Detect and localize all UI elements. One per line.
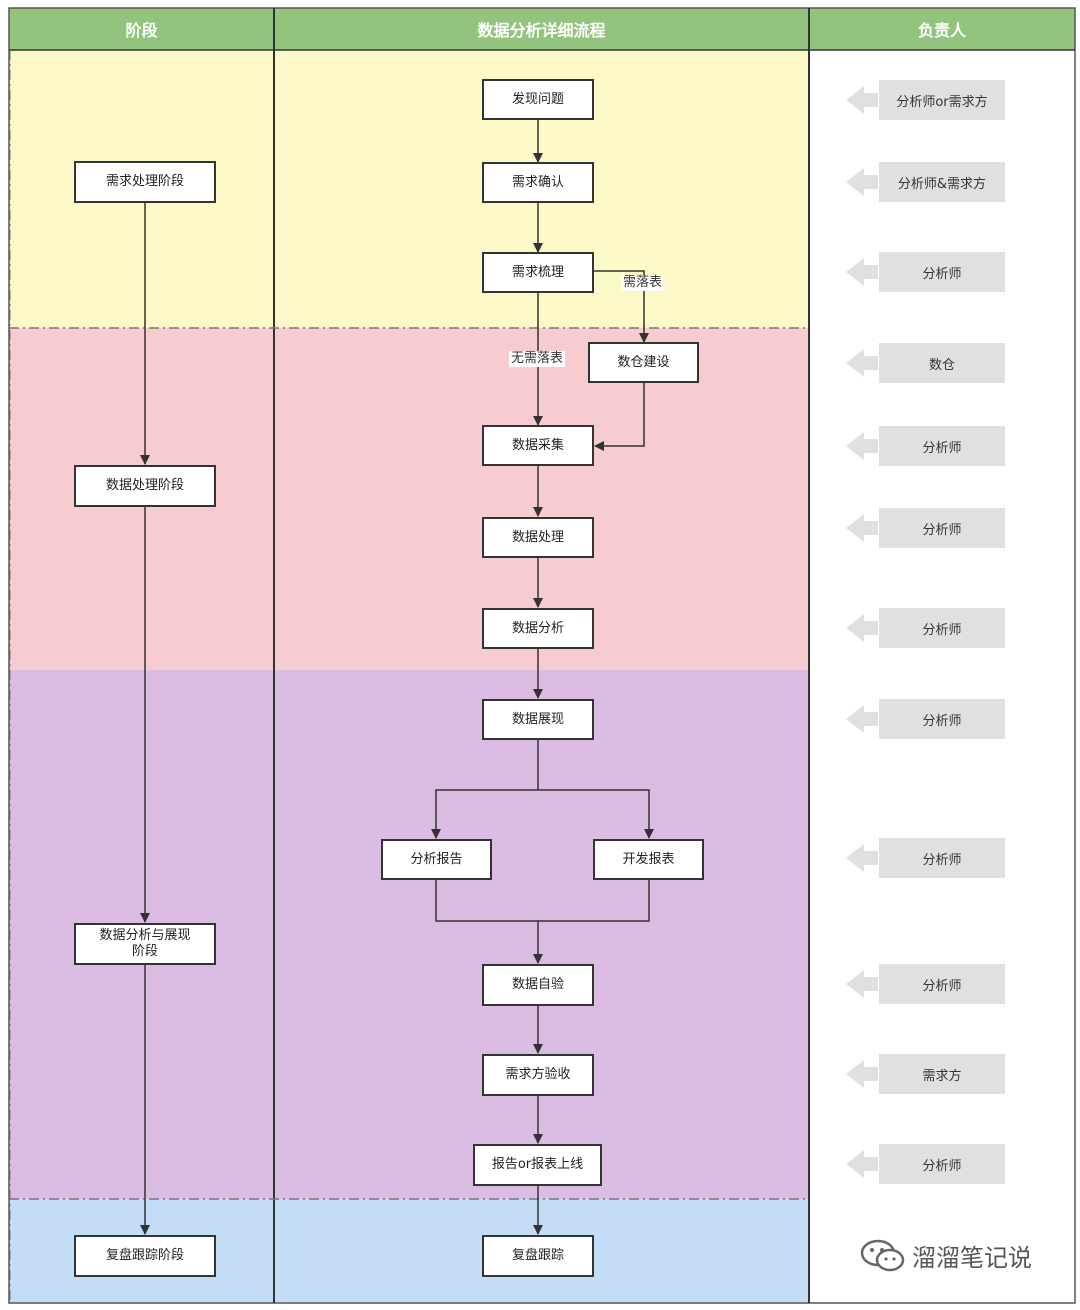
owner-sort: 分析师: [879, 252, 1005, 292]
flow-sort-warehouse: [594, 270, 649, 343]
flow-merge-right: [538, 880, 650, 922]
owner-arrow-icon: [846, 614, 878, 642]
step-process: 数据处理: [482, 517, 594, 558]
owner-launch: 分析师: [879, 1144, 1005, 1184]
owner-arrow-icon: [846, 1150, 878, 1178]
stage-requirement: 需求处理阶段: [74, 161, 216, 203]
owner-confirm: 分析师&需求方: [879, 162, 1005, 202]
step-warehouse: 数仓建设: [588, 342, 699, 383]
step-analyze: 数据分析: [482, 608, 594, 649]
flow-split-dev-report: [538, 789, 654, 839]
step-launch: 报告or报表上线: [473, 1144, 602, 1186]
step-dev-report: 开发报表: [593, 839, 704, 880]
stage-analysis: 数据分析与展现阶段: [74, 923, 216, 965]
flow-split-report: [431, 789, 538, 839]
table-frame: [8, 7, 1076, 1304]
step-confirm: 需求确认: [482, 162, 594, 203]
header-stage: 阶段: [9, 8, 274, 50]
owner-self-check: 分析师: [879, 964, 1005, 1004]
owner-arrow-icon: [846, 1060, 878, 1088]
owner-arrow-icon: [846, 970, 878, 998]
step-review: 复盘跟踪: [482, 1235, 594, 1277]
owner-arrow-icon: [846, 349, 878, 377]
header-owner: 负责人: [809, 8, 1075, 50]
step-sort: 需求梳理: [482, 252, 594, 293]
step-acceptance: 需求方验收: [482, 1054, 594, 1096]
stage-analysis-label: 数据分析与展现阶段: [99, 928, 191, 959]
owner-discover: 分析师or需求方: [879, 80, 1005, 120]
step-report: 分析报告: [381, 839, 492, 880]
step-display: 数据展现: [482, 699, 594, 740]
owner-arrow-icon: [846, 258, 878, 286]
flow-warehouse-collect: [594, 383, 645, 451]
owner-acceptance: 需求方: [879, 1054, 1005, 1094]
flow-merge-left: [435, 880, 538, 922]
owner-analyze: 分析师: [879, 608, 1005, 648]
edge-label-needs-table: 需落表: [621, 275, 665, 291]
watermark: 溜溜笔记说: [860, 1238, 1032, 1273]
owner-arrow-icon: [846, 432, 878, 460]
owner-report: 分析师: [879, 838, 1005, 878]
wechat-icon: [860, 1239, 905, 1271]
stage-processing: 数据处理阶段: [74, 465, 216, 507]
step-collect: 数据采集: [482, 425, 594, 466]
owner-arrow-icon: [846, 705, 878, 733]
stage-review: 复盘跟踪阶段: [74, 1235, 216, 1277]
owner-process: 分析师: [879, 508, 1005, 548]
owner-arrow-icon: [846, 168, 878, 196]
owner-collect: 分析师: [879, 426, 1005, 466]
header-process: 数据分析详细流程: [274, 8, 809, 50]
owner-arrow-icon: [846, 86, 878, 114]
owner-arrow-icon: [846, 514, 878, 542]
watermark-text: 溜溜笔记说: [912, 1244, 1032, 1272]
owner-warehouse: 数仓: [879, 343, 1005, 383]
step-self-check: 数据自验: [482, 964, 594, 1006]
owner-display: 分析师: [879, 699, 1005, 739]
step-discover: 发现问题: [482, 79, 594, 120]
owner-arrow-icon: [846, 844, 878, 872]
edge-label-no-table: 无需落表: [509, 351, 566, 367]
